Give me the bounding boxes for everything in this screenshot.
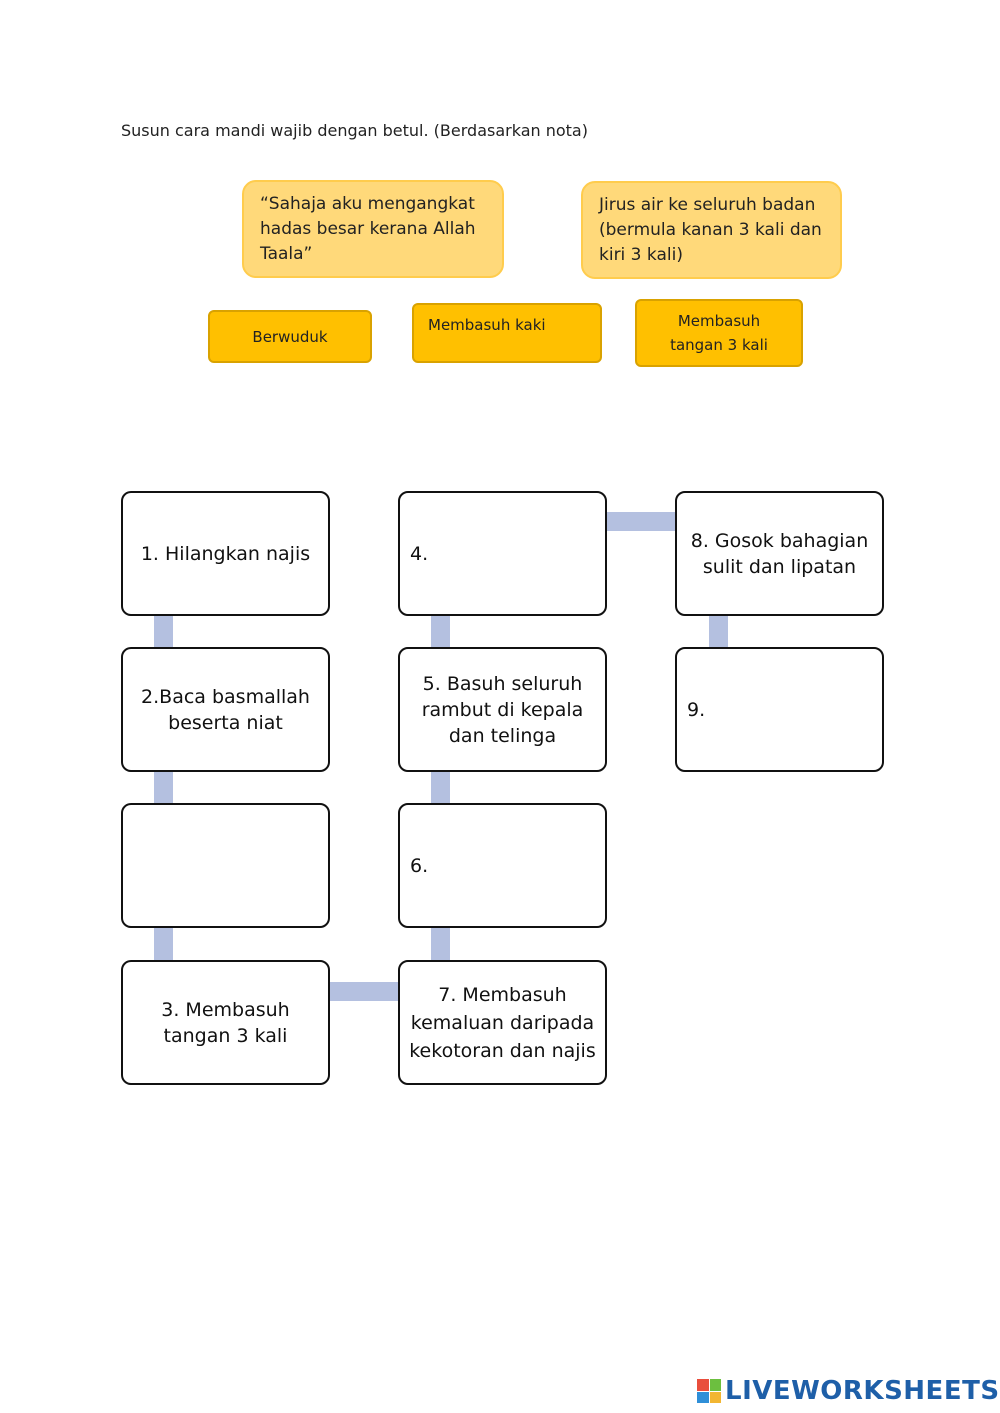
connector [154,614,173,649]
connector [154,771,173,806]
option-jirus-air[interactable]: Jirus air ke seluruh badan (bermula kana… [581,181,842,279]
step-box-1: 1. Hilangkan najis [121,491,330,616]
step-text-3: 3. Membasuh tangan 3 kali [161,998,290,1047]
connector [605,512,677,531]
step-box-8: 8. Gosok bahagian sulit dan lipatan [675,491,884,616]
connector [431,771,450,806]
drop-zone-4[interactable]: 4. [398,491,607,616]
step-text-2: 2.Baca basmallah beserta niat [141,685,310,734]
brand-name: LIVEWORKSHEETS [725,1376,1000,1406]
option-berwuduk[interactable]: Berwuduk [208,310,372,363]
liveworksheets-logo-icon [697,1379,721,1403]
step-number-4: 4. [410,542,429,565]
option-membasuh-tangan-line1: Membasuh [677,312,761,330]
step-box-2: 2.Baca basmallah beserta niat [121,647,330,772]
step-number-6: 6. [410,854,429,877]
step-box-5: 5. Basuh seluruh rambut di kepala dan te… [398,647,607,772]
drop-zone-9[interactable]: 9. [675,647,884,772]
instruction-text: Susun cara mandi wajib dengan betul. (Be… [121,121,588,140]
connector [431,614,450,649]
connector [431,927,450,962]
brand-footer: LIVEWORKSHEETS [697,1376,1000,1406]
step-number-9: 9. [687,698,706,721]
connector [328,982,400,1001]
step-text-8: 8. Gosok bahagian sulit dan lipatan [690,529,869,578]
option-niat[interactable]: “Sahaja aku mengangkat hadas besar keran… [242,180,504,278]
option-membasuh-tangan[interactable]: Membasuh tangan 3 kali [635,299,803,367]
step-box-3: 3. Membasuh tangan 3 kali [121,960,330,1085]
connector [154,927,173,962]
option-membasuh-tangan-line2: tangan 3 kali [670,336,768,354]
connector [709,614,728,649]
drop-zone-blank[interactable] [121,803,330,928]
step-box-7: 7. Membasuh kemaluan daripada kekotoran … [398,960,607,1085]
step-text-1: 1. Hilangkan najis [140,542,311,565]
option-membasuh-kaki[interactable]: Membasuh kaki [412,303,602,363]
step-text-5: 5. Basuh seluruh rambut di kepala dan te… [421,672,584,747]
drop-zone-6[interactable]: 6. [398,803,607,928]
step-text-7: 7. Membasuh kemaluan daripada kekotoran … [409,983,596,1062]
